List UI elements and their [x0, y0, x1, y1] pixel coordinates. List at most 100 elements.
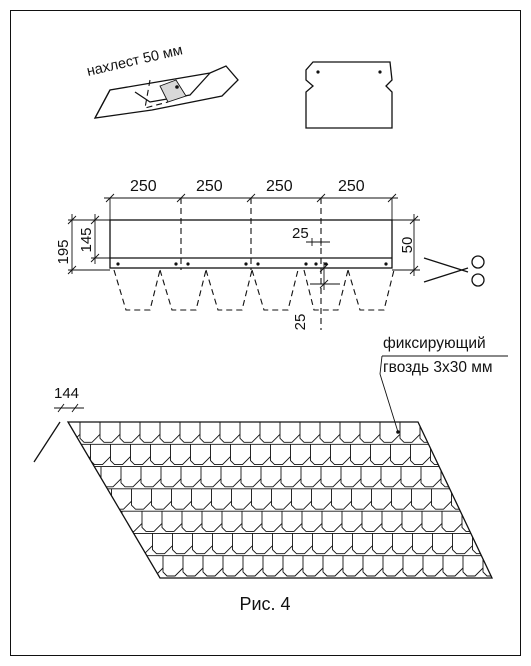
shingle-tab [102, 555, 124, 577]
shingle-tab [341, 511, 363, 532]
shingle-tab [311, 488, 332, 510]
shingle-tab [140, 466, 162, 488]
shingle-tab [81, 511, 103, 532]
shingle-tab [199, 422, 221, 443]
shingle-tab [319, 422, 341, 443]
shingle-tab [68, 511, 83, 532]
shingle-tab [181, 511, 203, 532]
shingle-tab [421, 511, 443, 532]
dim-25-vertical: 25 [292, 314, 309, 331]
roof-shingles: 144 фиксирующий гвоздь 3х30 мм [33, 335, 531, 579]
shingle-tab [422, 555, 444, 577]
shingle-tab [500, 422, 520, 442]
shingle-tab [310, 444, 331, 466]
shingle-tab [471, 488, 492, 510]
shingle-tab [362, 555, 384, 577]
shingle-tab [150, 444, 171, 466]
shingle-tab [40, 422, 60, 442]
shingle-tab [513, 533, 531, 553]
dim-145: 145 [78, 227, 95, 252]
shingle-tab [242, 555, 264, 577]
shingle-tab [190, 444, 211, 466]
shingle-tab [82, 555, 104, 577]
shingle-tab [321, 511, 343, 532]
nail-label-line1: фиксирующий [383, 335, 486, 352]
shingle-tab [260, 466, 282, 488]
shingle-tab [350, 444, 371, 466]
shingle-tab [441, 511, 463, 532]
shingle-tab [312, 533, 333, 555]
scissors-icon [423, 255, 485, 287]
shingle-tab [179, 422, 201, 443]
shingle-tab [331, 488, 352, 510]
shingle-tab [211, 488, 232, 510]
shingle-tab [512, 489, 531, 509]
shingle-tab [300, 466, 322, 488]
shingle-tab [340, 466, 362, 488]
shingle-tab [452, 533, 473, 555]
shingle-tab [302, 555, 324, 577]
shingle-tab [219, 422, 241, 443]
shingle-tab [261, 511, 283, 532]
dim-250-4: 250 [338, 178, 365, 195]
shingle-tab [431, 488, 452, 510]
dim-195: 195 [55, 239, 72, 264]
shingle-tab [352, 533, 373, 555]
shingle-tab [68, 555, 84, 577]
shingle-tab [470, 444, 491, 466]
shingle-tab [68, 488, 72, 510]
shingle-tab [361, 511, 383, 532]
shingle-tab [460, 466, 482, 488]
shingle-tab [271, 488, 292, 510]
shingle-tab [71, 488, 92, 510]
shingle-tab [503, 556, 523, 576]
shingle-tab [330, 444, 351, 466]
shingle-tab [120, 466, 142, 488]
ridge-shingle-fold: нахлест 50 мм [85, 42, 239, 119]
shingle-tab [222, 555, 244, 577]
shingle-tab [420, 466, 442, 488]
shingle-tab [92, 533, 113, 555]
shingle-tab [351, 488, 372, 510]
shingle-tab [442, 555, 464, 577]
shingle-tab [159, 422, 181, 443]
shingle-tab [101, 511, 123, 532]
shingle-tab [43, 556, 63, 576]
shingle-tab [202, 555, 224, 577]
dim-50: 50 [399, 237, 416, 254]
shingle-tab [130, 444, 151, 466]
shingle-tab [382, 555, 404, 577]
shingle-tab [172, 533, 193, 555]
dim-250-1: 250 [130, 178, 157, 195]
shingle-tab [259, 422, 281, 443]
dim-250-3: 250 [266, 178, 293, 195]
shingle-tab [411, 488, 432, 510]
shingle-tab [41, 467, 61, 487]
shingle-tab [152, 533, 173, 555]
shingle-tab [42, 511, 62, 531]
shingle-tab [182, 555, 204, 577]
shingle-tab [501, 467, 521, 487]
single-shingle [305, 61, 393, 129]
shingle-tab [80, 466, 102, 488]
shingle-tab [119, 422, 141, 443]
shingle-tab [432, 533, 453, 555]
shingle-tab [270, 444, 291, 466]
shingle-tab [511, 444, 531, 464]
shingle-tab [292, 533, 313, 555]
shingle-tab [379, 422, 401, 443]
shingle-tab [381, 511, 403, 532]
shingle-tab [90, 444, 111, 466]
shingle-tab [450, 444, 471, 466]
nail-label-line2: гвоздь 3х30 мм [383, 359, 493, 376]
shingle-tab [332, 533, 353, 555]
shingle-tab [490, 444, 492, 466]
shingle-tab [482, 555, 492, 577]
shingle-tab [370, 444, 391, 466]
shingle-tab [151, 488, 172, 510]
shingle-tab [210, 444, 231, 466]
shingle-tab [281, 511, 303, 532]
shingle-tab [339, 422, 361, 443]
figure-frame [10, 10, 521, 656]
